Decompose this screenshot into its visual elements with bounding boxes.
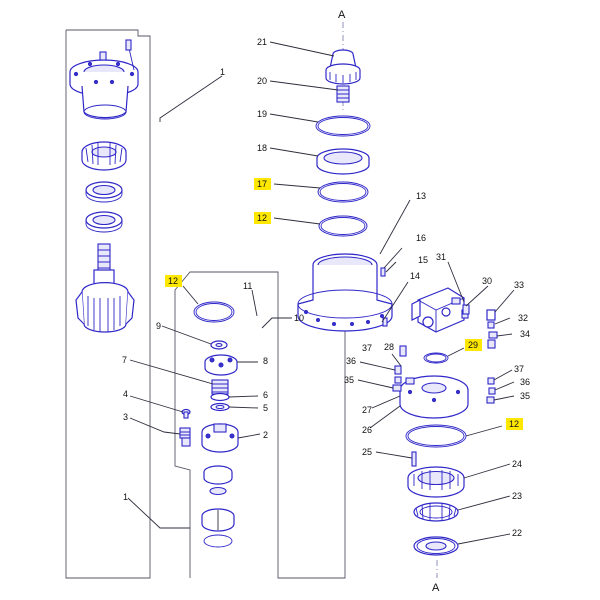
fittings-30-33-part	[462, 304, 498, 349]
callout-17: 17	[257, 179, 267, 189]
callout-1-bottom: 1	[123, 492, 128, 502]
seal-18-part	[316, 148, 370, 175]
o-ring-29-part	[423, 352, 449, 364]
callout-36-right: 36	[520, 377, 530, 387]
snap-ring-19-part	[315, 115, 371, 137]
callout-37-left: 37	[362, 343, 372, 353]
callout-15: 15	[418, 255, 428, 265]
callout-30: 30	[482, 276, 492, 286]
callout-14: 14	[410, 271, 420, 281]
washer-6-part	[210, 392, 230, 402]
callout-10: 10	[294, 313, 304, 323]
o-ring-12-right-part	[405, 424, 467, 448]
planet-carrier-2-part	[201, 423, 239, 453]
bearing-ring-lower-part	[201, 465, 235, 548]
callout-27: 27	[362, 405, 372, 415]
callout-2: 2	[263, 430, 268, 440]
callout-24: 24	[512, 459, 522, 469]
callout-labels: 1 1 2 3 4 5 6 7 8 9 10 11 12 12 12 13 14…	[122, 37, 530, 538]
friction-plate-22-part	[413, 536, 459, 556]
callout-11: 11	[243, 281, 252, 291]
callout-4: 4	[123, 389, 128, 399]
callout-21: 21	[257, 37, 267, 47]
o-ring-17-part	[317, 181, 369, 203]
callout-19: 19	[257, 109, 267, 119]
callout-13: 13	[416, 191, 426, 201]
callout-36-left: 36	[346, 356, 356, 366]
bearing-24-part	[407, 466, 465, 498]
pinion-gear-21-part	[325, 49, 361, 85]
carrier-8-part	[204, 354, 238, 376]
ring-gear-housing-part	[297, 253, 393, 332]
planet-gear-3-part	[179, 427, 191, 447]
motor-valve-block-part	[411, 287, 469, 333]
o-ring-part	[193, 301, 235, 323]
callout-1-top: 1	[220, 67, 225, 77]
sun-gear-7-part	[211, 379, 229, 395]
callout-3: 3	[123, 412, 128, 422]
callout-20: 20	[257, 76, 267, 86]
callout-8: 8	[263, 356, 268, 366]
housing-flange-part	[69, 39, 139, 120]
callout-7: 7	[122, 355, 127, 365]
shaft-20-part	[336, 85, 350, 103]
callout-22: 22	[512, 528, 522, 538]
callout-28: 28	[384, 342, 394, 352]
callout-33: 33	[514, 280, 524, 290]
callout-34: 34	[520, 329, 530, 339]
callout-25: 25	[362, 447, 372, 457]
large-bearing-part	[81, 141, 127, 171]
callout-35-right: 35	[520, 391, 530, 401]
bolt-25-part	[411, 451, 417, 467]
callout-31: 31	[436, 252, 446, 262]
section-marker-top: A	[338, 9, 346, 21]
left-ring-part-2	[85, 211, 123, 233]
leader-lines	[127, 41, 515, 545]
highlight-29	[465, 339, 482, 351]
callout-12-left: 12	[168, 276, 178, 286]
washer-5-part	[210, 402, 230, 412]
callout-29: 29	[468, 340, 478, 350]
plugs-35-37-part	[392, 345, 496, 404]
callout-35-left: 35	[344, 375, 354, 385]
highlight-12-left	[165, 275, 182, 287]
callout-6: 6	[263, 390, 268, 400]
left-ring-part	[85, 181, 123, 203]
highlight-12-right	[506, 418, 523, 430]
callout-16: 16	[416, 233, 426, 243]
callout-5: 5	[263, 403, 268, 413]
cover-26-part	[399, 375, 469, 419]
callout-9: 9	[156, 321, 161, 331]
highlight-17	[254, 178, 271, 190]
o-ring-12-center-part	[318, 215, 368, 237]
plate-9-part	[210, 340, 228, 350]
gear-ring-23-part	[413, 502, 459, 522]
callout-32: 32	[518, 313, 528, 323]
pinion-shaft-part	[75, 243, 135, 333]
callout-18: 18	[257, 143, 267, 153]
highlight-12-mid	[254, 212, 271, 224]
callout-12-mid: 12	[257, 213, 267, 223]
bolt-4-part	[181, 408, 191, 419]
callout-23: 23	[512, 491, 522, 501]
callout-37-right: 37	[514, 364, 524, 374]
callout-26: 26	[362, 425, 372, 435]
section-marker-bottom: A	[432, 582, 440, 594]
callout-12-right: 12	[509, 419, 519, 429]
